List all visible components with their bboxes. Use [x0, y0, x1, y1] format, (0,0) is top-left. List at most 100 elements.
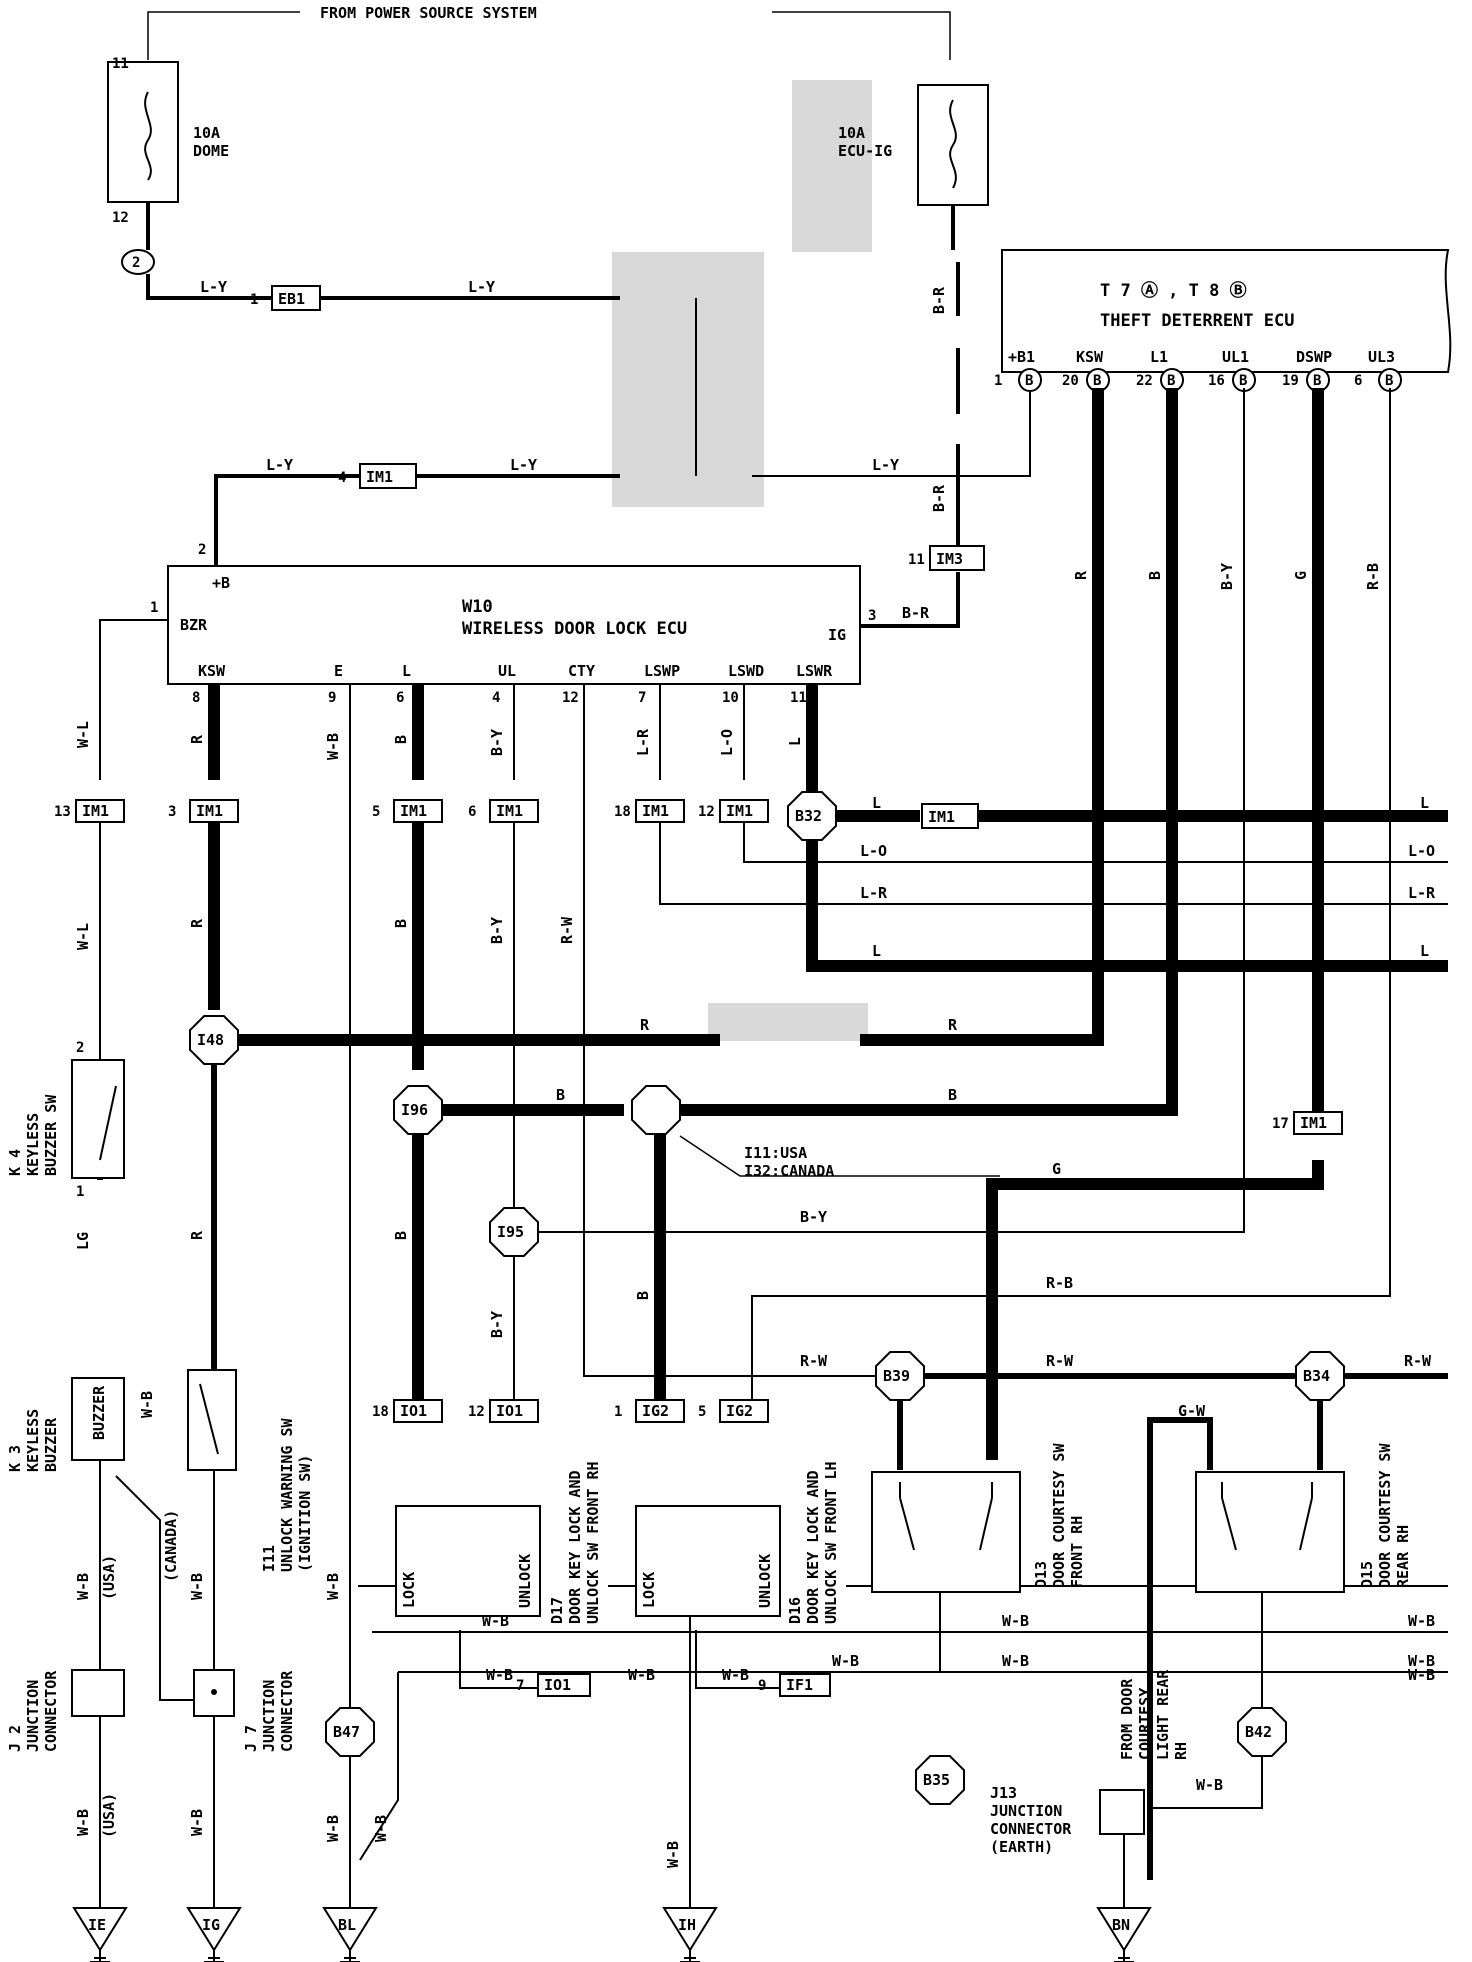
- connector-pin-5: 5: [372, 804, 380, 820]
- i11-line2: (IGNITION SW): [296, 1455, 314, 1572]
- wire-label-by-4: B-Y: [488, 1311, 506, 1338]
- connector-label-4: IM1: [196, 802, 223, 820]
- dome-rating: 10A: [193, 124, 220, 142]
- wireless-pin-label-5: LSWP: [644, 662, 680, 680]
- connector-pin-15: 7: [516, 1678, 524, 1694]
- splice-6: [325, 1707, 375, 1757]
- connector-box-6: [489, 799, 539, 823]
- connector-box-9: [921, 803, 979, 829]
- d13-line2: FRONT RH: [1068, 1516, 1086, 1588]
- wire-label-lr-3: L-R: [1408, 884, 1436, 902]
- d16-unlock: UNLOCK: [756, 1554, 774, 1608]
- connector-label-16: IF1: [786, 1676, 813, 1694]
- wireless-pin-label-3: UL: [498, 662, 516, 680]
- wire-label-wb-17: W-B: [324, 1573, 342, 1600]
- splice-1: [393, 1085, 443, 1135]
- connector-pin-7: 18: [614, 804, 631, 820]
- connector-pin-10: 17: [1272, 1116, 1289, 1132]
- wire-label-wb-19: W-B: [372, 1815, 390, 1842]
- wireless-pin-label-7: LSWR: [796, 662, 833, 680]
- connector-label-11: IO1: [400, 1402, 427, 1420]
- shade-ecu-ig: [792, 80, 872, 252]
- splice-note: I11:USA I32:CANADA: [679, 1135, 1000, 1180]
- splice-8: [1237, 1707, 1287, 1757]
- connector-pin-1: 4: [338, 470, 346, 486]
- splice-7: [915, 1755, 965, 1805]
- splice-5: [1295, 1351, 1345, 1401]
- wireless-ecu-title: WIRELESS DOOR LOCK ECU: [462, 619, 687, 639]
- connector-label-9: IM1: [928, 808, 955, 826]
- wire-label-b-6: B: [948, 1086, 957, 1104]
- wireless-pin-no-0: 8: [192, 690, 200, 706]
- wire-label-b-7: B: [634, 1291, 652, 1300]
- wire-label-wb-13: W-B: [74, 1573, 92, 1600]
- wire-label-wb-2: W-B: [486, 1666, 513, 1684]
- wire-label-br-3: B-R: [930, 484, 948, 512]
- splice-2: [489, 1207, 539, 1257]
- wire-label-wb-3: W-B: [628, 1666, 655, 1684]
- theft-pin-no-3: 16: [1208, 373, 1225, 389]
- connector-box-8: [719, 799, 769, 823]
- splice-4: [875, 1351, 925, 1401]
- wireless-door-lock-ecu: W10 WIRELESS DOOR LOCK ECU BZR +B IG KSW…: [150, 542, 876, 706]
- connector-pin-9: 19: [900, 810, 917, 826]
- wire-label-g-1: G: [1292, 571, 1310, 580]
- ground-label-0: IE: [88, 1916, 106, 1934]
- theft-pin-no-2: 22: [1136, 373, 1153, 389]
- j13-line2: CONNECTOR: [990, 1820, 1072, 1838]
- theft-pin-conn-4: B: [1313, 373, 1321, 389]
- connector-pin-16: 9: [758, 1678, 766, 1694]
- wire-label-by-5: B-Y: [800, 1208, 827, 1226]
- d17-line2: UNLOCK SW FRONT RH: [584, 1461, 602, 1624]
- d15-line2: REAR RH: [1394, 1525, 1412, 1588]
- j7-line2: CONNECTOR: [278, 1670, 296, 1752]
- connector-label-6: IM1: [496, 802, 523, 820]
- unlock-warning-sw: I11 UNLOCK WARNING SW (IGNITION SW): [187, 1369, 314, 1572]
- splice-label-4: B39: [883, 1367, 910, 1385]
- connector-box-1: [359, 463, 417, 489]
- d15-line1: DOOR COURTESY SW: [1376, 1443, 1394, 1588]
- power-source-header: FROM POWER SOURCE SYSTEM: [147, 4, 951, 60]
- theft-pin-label-2: L1: [1150, 348, 1168, 366]
- wire-label-wb-16: W-B: [188, 1809, 206, 1836]
- ground-2: [322, 1907, 378, 1952]
- theft-pin-conn-0: B: [1025, 373, 1033, 389]
- wire-label-ly-4: L-Y: [510, 456, 537, 474]
- connector-box-3: [75, 799, 125, 823]
- from-door-line3: LIGHT REAR: [1154, 1669, 1172, 1760]
- splice-2: [121, 249, 155, 275]
- wire-label-rb-2: R-B: [1046, 1274, 1073, 1292]
- d17-id: D17: [548, 1597, 566, 1624]
- ground-label-2: BL: [338, 1916, 356, 1934]
- wireless-pin-no-1: 9: [328, 690, 336, 706]
- theft-pin-conn-2: B: [1167, 373, 1175, 389]
- splice-9: [631, 1085, 681, 1135]
- wire-label-l-5: L: [1420, 942, 1429, 960]
- wire-label-lo-2: L-O: [860, 842, 887, 860]
- theft-pin-conn-5: B: [1385, 373, 1393, 389]
- connector-label-13: IG2: [642, 1402, 669, 1420]
- connector-pin-8: 12: [698, 804, 715, 820]
- j7-line1: JUNCTION: [260, 1680, 278, 1752]
- wireless-ecu-ig: IG: [828, 626, 846, 644]
- wire-label-r-5: R: [640, 1016, 650, 1034]
- wire-label-l-4: L: [872, 942, 881, 960]
- wire-label-wl-1: W-L: [74, 721, 92, 748]
- connector-pin-14: 5: [698, 1404, 706, 1420]
- wireless-ecu-bzr: BZR: [180, 616, 208, 634]
- wire-label-wb-15: W-B: [188, 1573, 206, 1600]
- shade-splice-ic: [612, 252, 764, 507]
- wire-label-b-2: B: [392, 735, 410, 744]
- wire-label-lg-1: LG: [74, 1232, 92, 1250]
- ground-1: [186, 1907, 242, 1952]
- ground-label-1: IG: [202, 1916, 220, 1934]
- wire-label-r-3: R: [188, 918, 206, 928]
- wireless-bzr-no: 1: [150, 600, 158, 616]
- wireless-pin-label-4: CTY: [568, 662, 595, 680]
- theft-pin-no-1: 20: [1062, 373, 1079, 389]
- ground-3: [662, 1907, 718, 1952]
- connector-label-10: IM1: [1300, 1114, 1327, 1132]
